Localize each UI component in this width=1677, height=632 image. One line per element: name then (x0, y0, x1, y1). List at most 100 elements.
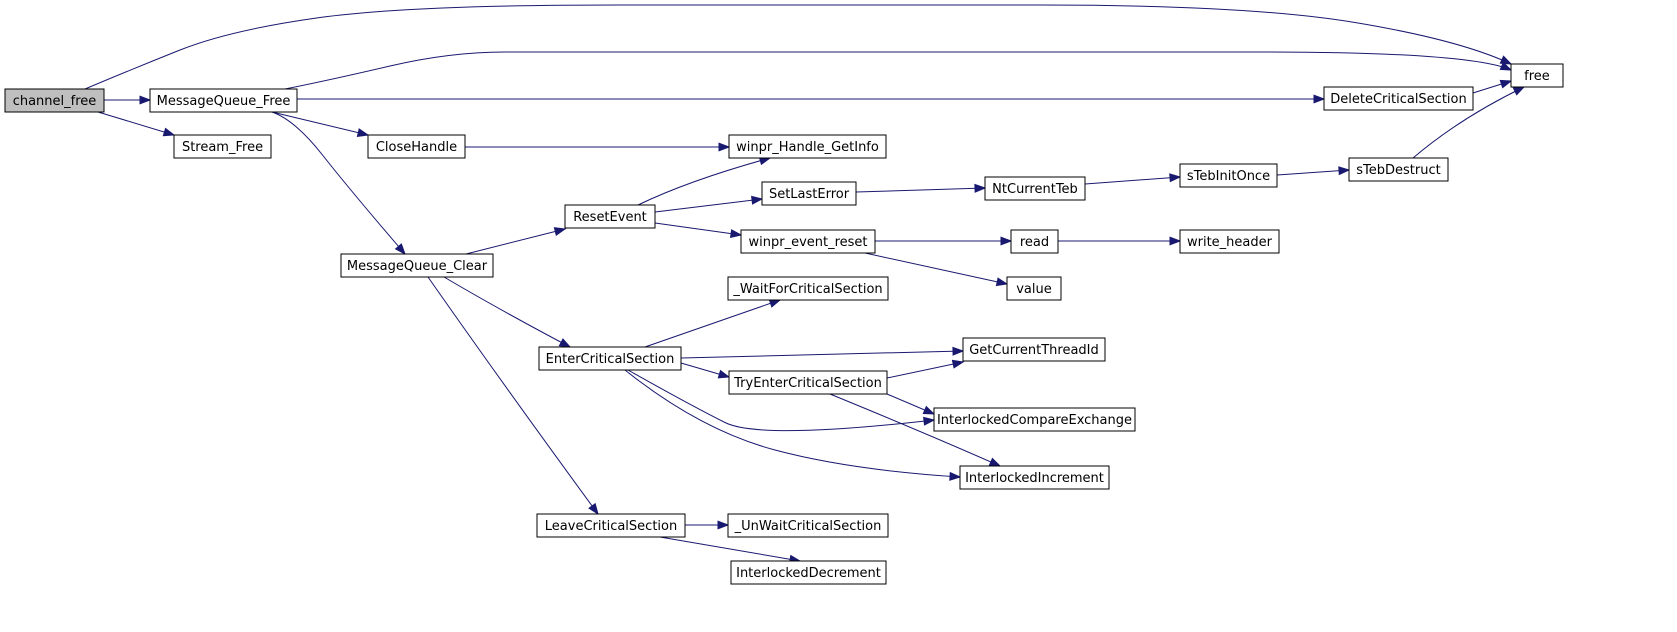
node-box[interactable] (761, 181, 857, 206)
node-Stream_Free[interactable]: Stream_Free (173, 134, 272, 159)
node-label: _WaitForCriticalSection (732, 282, 882, 297)
node-box[interactable] (1179, 229, 1280, 254)
arrowhead-icon (558, 338, 572, 348)
node-LeaveCriticalSection[interactable]: LeaveCriticalSection (536, 513, 686, 538)
node-box[interactable] (173, 134, 272, 159)
node-label: ResetEvent (573, 210, 647, 225)
node-label: CloseHandle (376, 140, 457, 155)
arrowhead-icon (717, 369, 731, 379)
node-box[interactable] (1348, 157, 1449, 182)
node-CloseHandle[interactable]: CloseHandle (367, 134, 466, 159)
node-box[interactable] (1510, 63, 1564, 88)
edge-CloseHandle-to-winpr_Handle_GetInfo (465, 142, 731, 152)
arrowhead-icon (1499, 55, 1513, 65)
node-label: GetCurrentThreadId (969, 343, 1099, 358)
arrowhead-icon (988, 457, 1002, 467)
node-winpr_event_reset[interactable]: winpr_event_reset (740, 229, 876, 254)
node-box[interactable] (536, 513, 686, 538)
edge-EnterCriticalSection-to-_WaitForCriticalSection (644, 299, 782, 348)
node-box[interactable] (728, 370, 888, 395)
edge-line (654, 222, 742, 236)
node-box[interactable] (727, 276, 889, 301)
edge-MessageQueue_Free-to-free (284, 51, 1513, 90)
node-label: value (1016, 282, 1052, 297)
node-label: free (1524, 69, 1550, 84)
node-box[interactable] (1006, 276, 1062, 301)
node-InterlockedIncrement[interactable]: InterlockedIncrement (959, 465, 1110, 490)
node-box[interactable] (1010, 229, 1059, 254)
edge-line (84, 4, 1512, 90)
node-box[interactable] (149, 88, 298, 113)
node-box[interactable] (933, 407, 1136, 432)
node-box[interactable] (340, 253, 494, 278)
node-SetLastError[interactable]: SetLastError (761, 181, 857, 206)
node-TryEnterCriticalSection[interactable]: TryEnterCriticalSection (728, 370, 888, 395)
node-MessageQueue_Clear[interactable]: MessageQueue_Clear (340, 253, 494, 278)
node-box[interactable] (728, 134, 887, 159)
arrowhead-icon (1512, 86, 1526, 96)
edge-SetLastError-to-NtCurrentTeb (855, 183, 987, 193)
node-box[interactable] (740, 229, 876, 254)
node-label: MessageQueue_Free (157, 94, 291, 109)
edge-TryEnterCriticalSection-to-InterlockedCompareExchange (886, 393, 936, 415)
node-box[interactable] (962, 337, 1106, 362)
node-box[interactable] (564, 204, 656, 229)
node-InterlockedCompareExchange[interactable]: InterlockedCompareExchange (933, 407, 1136, 432)
node-EnterCriticalSection[interactable]: EnterCriticalSection (538, 346, 682, 371)
edge-DeleteCriticalSection-to-free (1472, 79, 1513, 94)
node-read[interactable]: read (1010, 229, 1059, 254)
node-NtCurrentTeb[interactable]: NtCurrentTeb (984, 176, 1086, 201)
node-box[interactable] (367, 134, 466, 159)
edge-TryEnterCriticalSection-to-GetCurrentThreadId (886, 359, 965, 379)
node-value[interactable]: value (1006, 276, 1062, 301)
node-winpr_Handle_GetInfo[interactable]: winpr_Handle_GetInfo (728, 134, 887, 159)
node-free[interactable]: free (1510, 63, 1564, 88)
node-box[interactable] (984, 176, 1086, 201)
node-_WaitForCriticalSection[interactable]: _WaitForCriticalSection (727, 276, 889, 301)
edge-line (284, 51, 1512, 90)
node-box[interactable] (730, 560, 887, 585)
node-label: channel_free (13, 94, 97, 109)
edge-channel_free-to-free (84, 4, 1513, 90)
node-label: TryEnterCriticalSection (733, 376, 882, 391)
arrowhead-icon (949, 471, 962, 481)
node-sTebDestruct[interactable]: sTebDestruct (1348, 157, 1449, 182)
node-box[interactable] (1323, 86, 1474, 111)
edge-line (627, 369, 935, 432)
arrowhead-icon (1338, 166, 1351, 176)
node-write_header[interactable]: write_header (1179, 229, 1280, 254)
arrowhead-icon (717, 520, 730, 530)
node-label: LeaveCriticalSection (545, 519, 677, 534)
edge-line (271, 111, 369, 136)
node-label: _UnWaitCriticalSection (734, 519, 882, 534)
node-InterlockedDecrement[interactable]: InterlockedDecrement (730, 560, 887, 585)
edge-line (1412, 86, 1525, 159)
edge-channel_free-to-Stream_Free (97, 111, 176, 137)
node-GetCurrentThreadId[interactable]: GetCurrentThreadId (962, 337, 1106, 362)
node-box[interactable] (959, 465, 1110, 490)
arrowhead-icon (1499, 79, 1513, 89)
node-box[interactable] (727, 513, 889, 538)
node-ResetEvent[interactable]: ResetEvent (564, 204, 656, 229)
edge-MessageQueue_Clear-to-ResetEvent (465, 227, 567, 255)
node-box[interactable] (1179, 163, 1278, 188)
edge-line (829, 393, 1001, 467)
node-sTebInitOnce[interactable]: sTebInitOnce (1179, 163, 1278, 188)
edge-line (624, 369, 961, 478)
arrowhead-icon (922, 405, 936, 415)
edge-NtCurrentTeb-to-sTebInitOnce (1084, 173, 1182, 185)
node-label: write_header (1187, 235, 1273, 250)
node-channel_free[interactable]: channel_free (4, 88, 105, 113)
edge-read-to-write_header (1058, 236, 1182, 246)
node-DeleteCriticalSection[interactable]: DeleteCriticalSection (1323, 86, 1474, 111)
node-MessageQueue_Free[interactable]: MessageQueue_Free (149, 88, 298, 113)
edge-line (644, 299, 781, 348)
node-box[interactable] (4, 88, 105, 113)
edge-line (855, 187, 986, 193)
node-_UnWaitCriticalSection[interactable]: _UnWaitCriticalSection (727, 513, 889, 538)
edge-line (886, 361, 964, 379)
edge-line (97, 111, 175, 136)
node-box[interactable] (538, 346, 682, 371)
arrowhead-icon (995, 277, 1009, 287)
node-label: winpr_Handle_GetInfo (736, 140, 879, 155)
